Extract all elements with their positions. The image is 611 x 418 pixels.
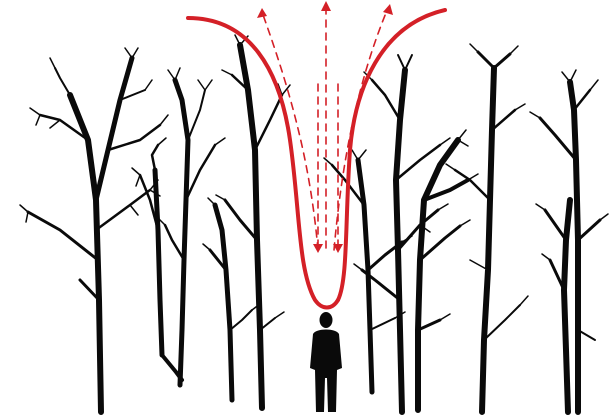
arrowhead-up-left [257, 8, 267, 18]
arrowhead-up-center [321, 1, 331, 11]
person-icon [310, 312, 342, 412]
tree-2 [132, 138, 182, 380]
arrowheads [257, 1, 393, 253]
person-body [310, 330, 342, 413]
canopy-gap-outline-right [338, 10, 445, 300]
airflow-arrows [262, 6, 388, 250]
tree-7 [354, 55, 450, 412]
person-head [320, 312, 333, 328]
tree-8 [418, 130, 478, 410]
canopy-gap-outline-left [188, 18, 338, 308]
arrowhead-up-right [383, 4, 393, 15]
tree-4 [203, 198, 260, 400]
tree-10 [536, 200, 570, 412]
tree-1 [20, 48, 168, 412]
arrow-up-right [334, 8, 388, 250]
arrowhead-down-left [313, 244, 323, 253]
